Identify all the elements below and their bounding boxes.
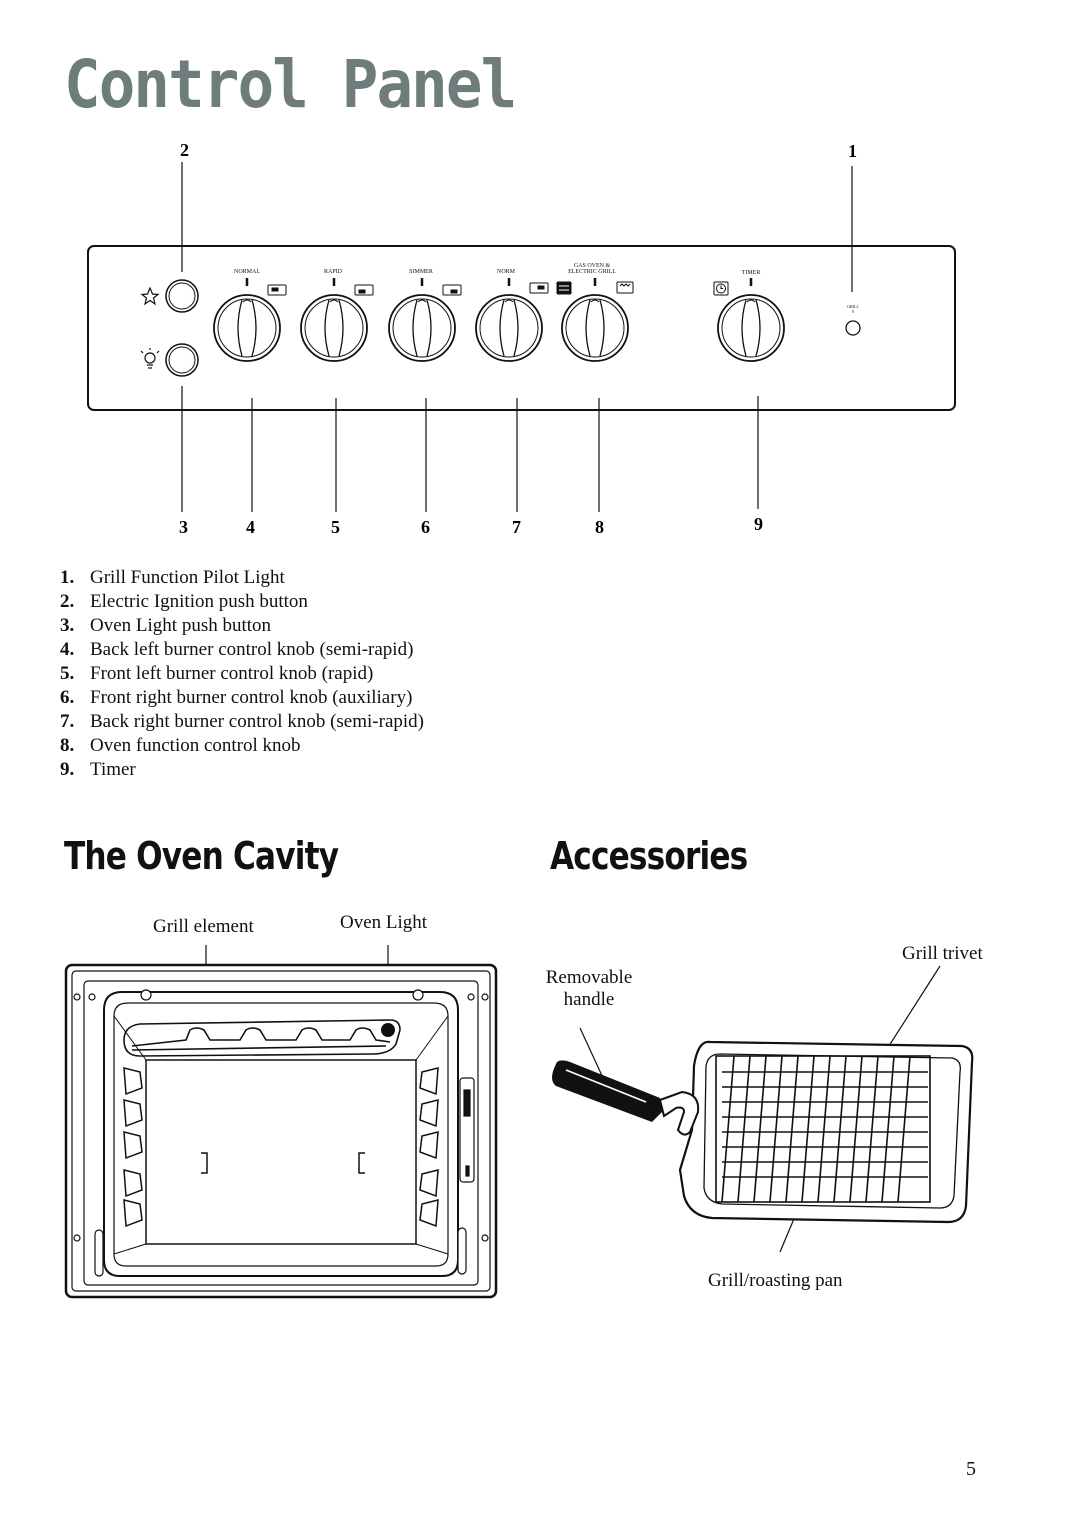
knob-timer[interactable] <box>717 294 785 362</box>
label-simmer: SIMMER <box>409 269 433 275</box>
legend-item: 7.Back right burner control knob (semi-r… <box>60 711 424 732</box>
legend-item: 9.Timer <box>60 759 136 780</box>
shelf-runner-left <box>123 1099 143 1128</box>
shelf-runner-left <box>123 1067 143 1096</box>
burner-icon-back-left <box>267 284 287 296</box>
legend-item: 6.Front right burner control knob (auxil… <box>60 687 413 708</box>
legend-item: 2.Electric Ignition push button <box>60 591 308 612</box>
shelf-runner-left <box>123 1169 143 1198</box>
spark-icon <box>140 286 160 306</box>
callout-8: 8 <box>595 517 604 537</box>
burner-icon-front-right <box>442 284 462 296</box>
callout-2: 2 <box>180 140 189 160</box>
accessories-diagram <box>552 965 974 1253</box>
oven-cavity-heading: The Oven Cavity <box>64 834 339 878</box>
removable-handle-caption: Removable handle <box>545 967 633 1010</box>
label-gas-oven-2: ELECTRIC GRILL <box>568 269 616 275</box>
shelf-runner-left <box>123 1199 143 1228</box>
accessories-heading: Accessories <box>550 834 748 878</box>
control-panel-diagram: 2 1 3 4 5 6 7 8 9 NORMAL RAPID <box>87 140 956 537</box>
grill-trivet <box>715 1055 931 1203</box>
shelf-runner-right <box>419 1169 439 1198</box>
label-normal: NORMAL <box>234 269 260 275</box>
ignition-button[interactable] <box>165 279 199 313</box>
knob-back-left-burner[interactable] <box>213 294 281 362</box>
burner-icon-front-left <box>354 284 374 296</box>
page-number: 5 <box>966 1458 976 1480</box>
callout-3: 3 <box>179 517 188 537</box>
grill-pilot-light <box>845 320 861 336</box>
knob-front-right-burner[interactable] <box>388 294 456 362</box>
callout-1: 1 <box>848 141 857 161</box>
callout-4: 4 <box>246 517 255 537</box>
grill-icon <box>616 281 634 294</box>
removable-handle <box>552 1060 700 1136</box>
grill-trivet-caption: Grill trivet <box>902 943 983 964</box>
oven-icon <box>556 281 572 295</box>
callout-6: 6 <box>421 517 430 537</box>
clock-icon <box>713 281 729 296</box>
callout-7: 7 <box>512 517 521 537</box>
label-norm: NORM <box>497 269 516 275</box>
legend-item: 8.Oven function control knob <box>60 735 301 756</box>
legend-item: 3.Oven Light push button <box>60 615 272 636</box>
grill-element-caption: Grill element <box>153 916 254 937</box>
label-timer: TIMER <box>742 270 761 276</box>
callout-9: 9 <box>754 514 763 534</box>
legend-item: 5.Front left burner control knob (rapid) <box>60 663 374 684</box>
legend-item: 1.Grill Function Pilot Light <box>60 567 285 588</box>
shelf-runner-left <box>123 1131 143 1160</box>
control-legend: 1.Grill Function Pilot Light 2.Electric … <box>60 566 424 782</box>
label-grill-pilot-2: 0 <box>852 309 854 314</box>
page-title: Control Panel <box>64 46 517 123</box>
knob-oven-function[interactable] <box>561 294 629 362</box>
shelf-runner-right <box>419 1067 439 1096</box>
shelf-runner-right <box>419 1131 439 1160</box>
oven-light-lamp <box>381 1023 395 1037</box>
grill-element <box>123 1019 401 1057</box>
label-rapid: RAPID <box>324 269 343 275</box>
shelf-runner-right <box>419 1099 439 1128</box>
callout-5: 5 <box>331 517 340 537</box>
label-grill-pilot-1: GRILL <box>847 304 859 309</box>
oven-cavity-diagram <box>64 945 498 1299</box>
oven-light-button[interactable] <box>165 343 199 377</box>
shelf-runner-right <box>419 1199 439 1228</box>
leader-lines <box>181 162 853 512</box>
knob-back-right-burner[interactable] <box>475 294 543 362</box>
burner-icon-back-right <box>529 282 549 294</box>
label-gas-oven-1: GAS OVEN & <box>574 263 611 269</box>
oven-light-caption: Oven Light <box>340 912 428 933</box>
grill-pan-caption: Grill/roasting pan <box>708 1270 843 1291</box>
light-bulb-icon <box>140 348 160 369</box>
knob-front-left-burner[interactable] <box>300 294 368 362</box>
legend-item: 4.Back left burner control knob (semi-ra… <box>60 639 414 660</box>
